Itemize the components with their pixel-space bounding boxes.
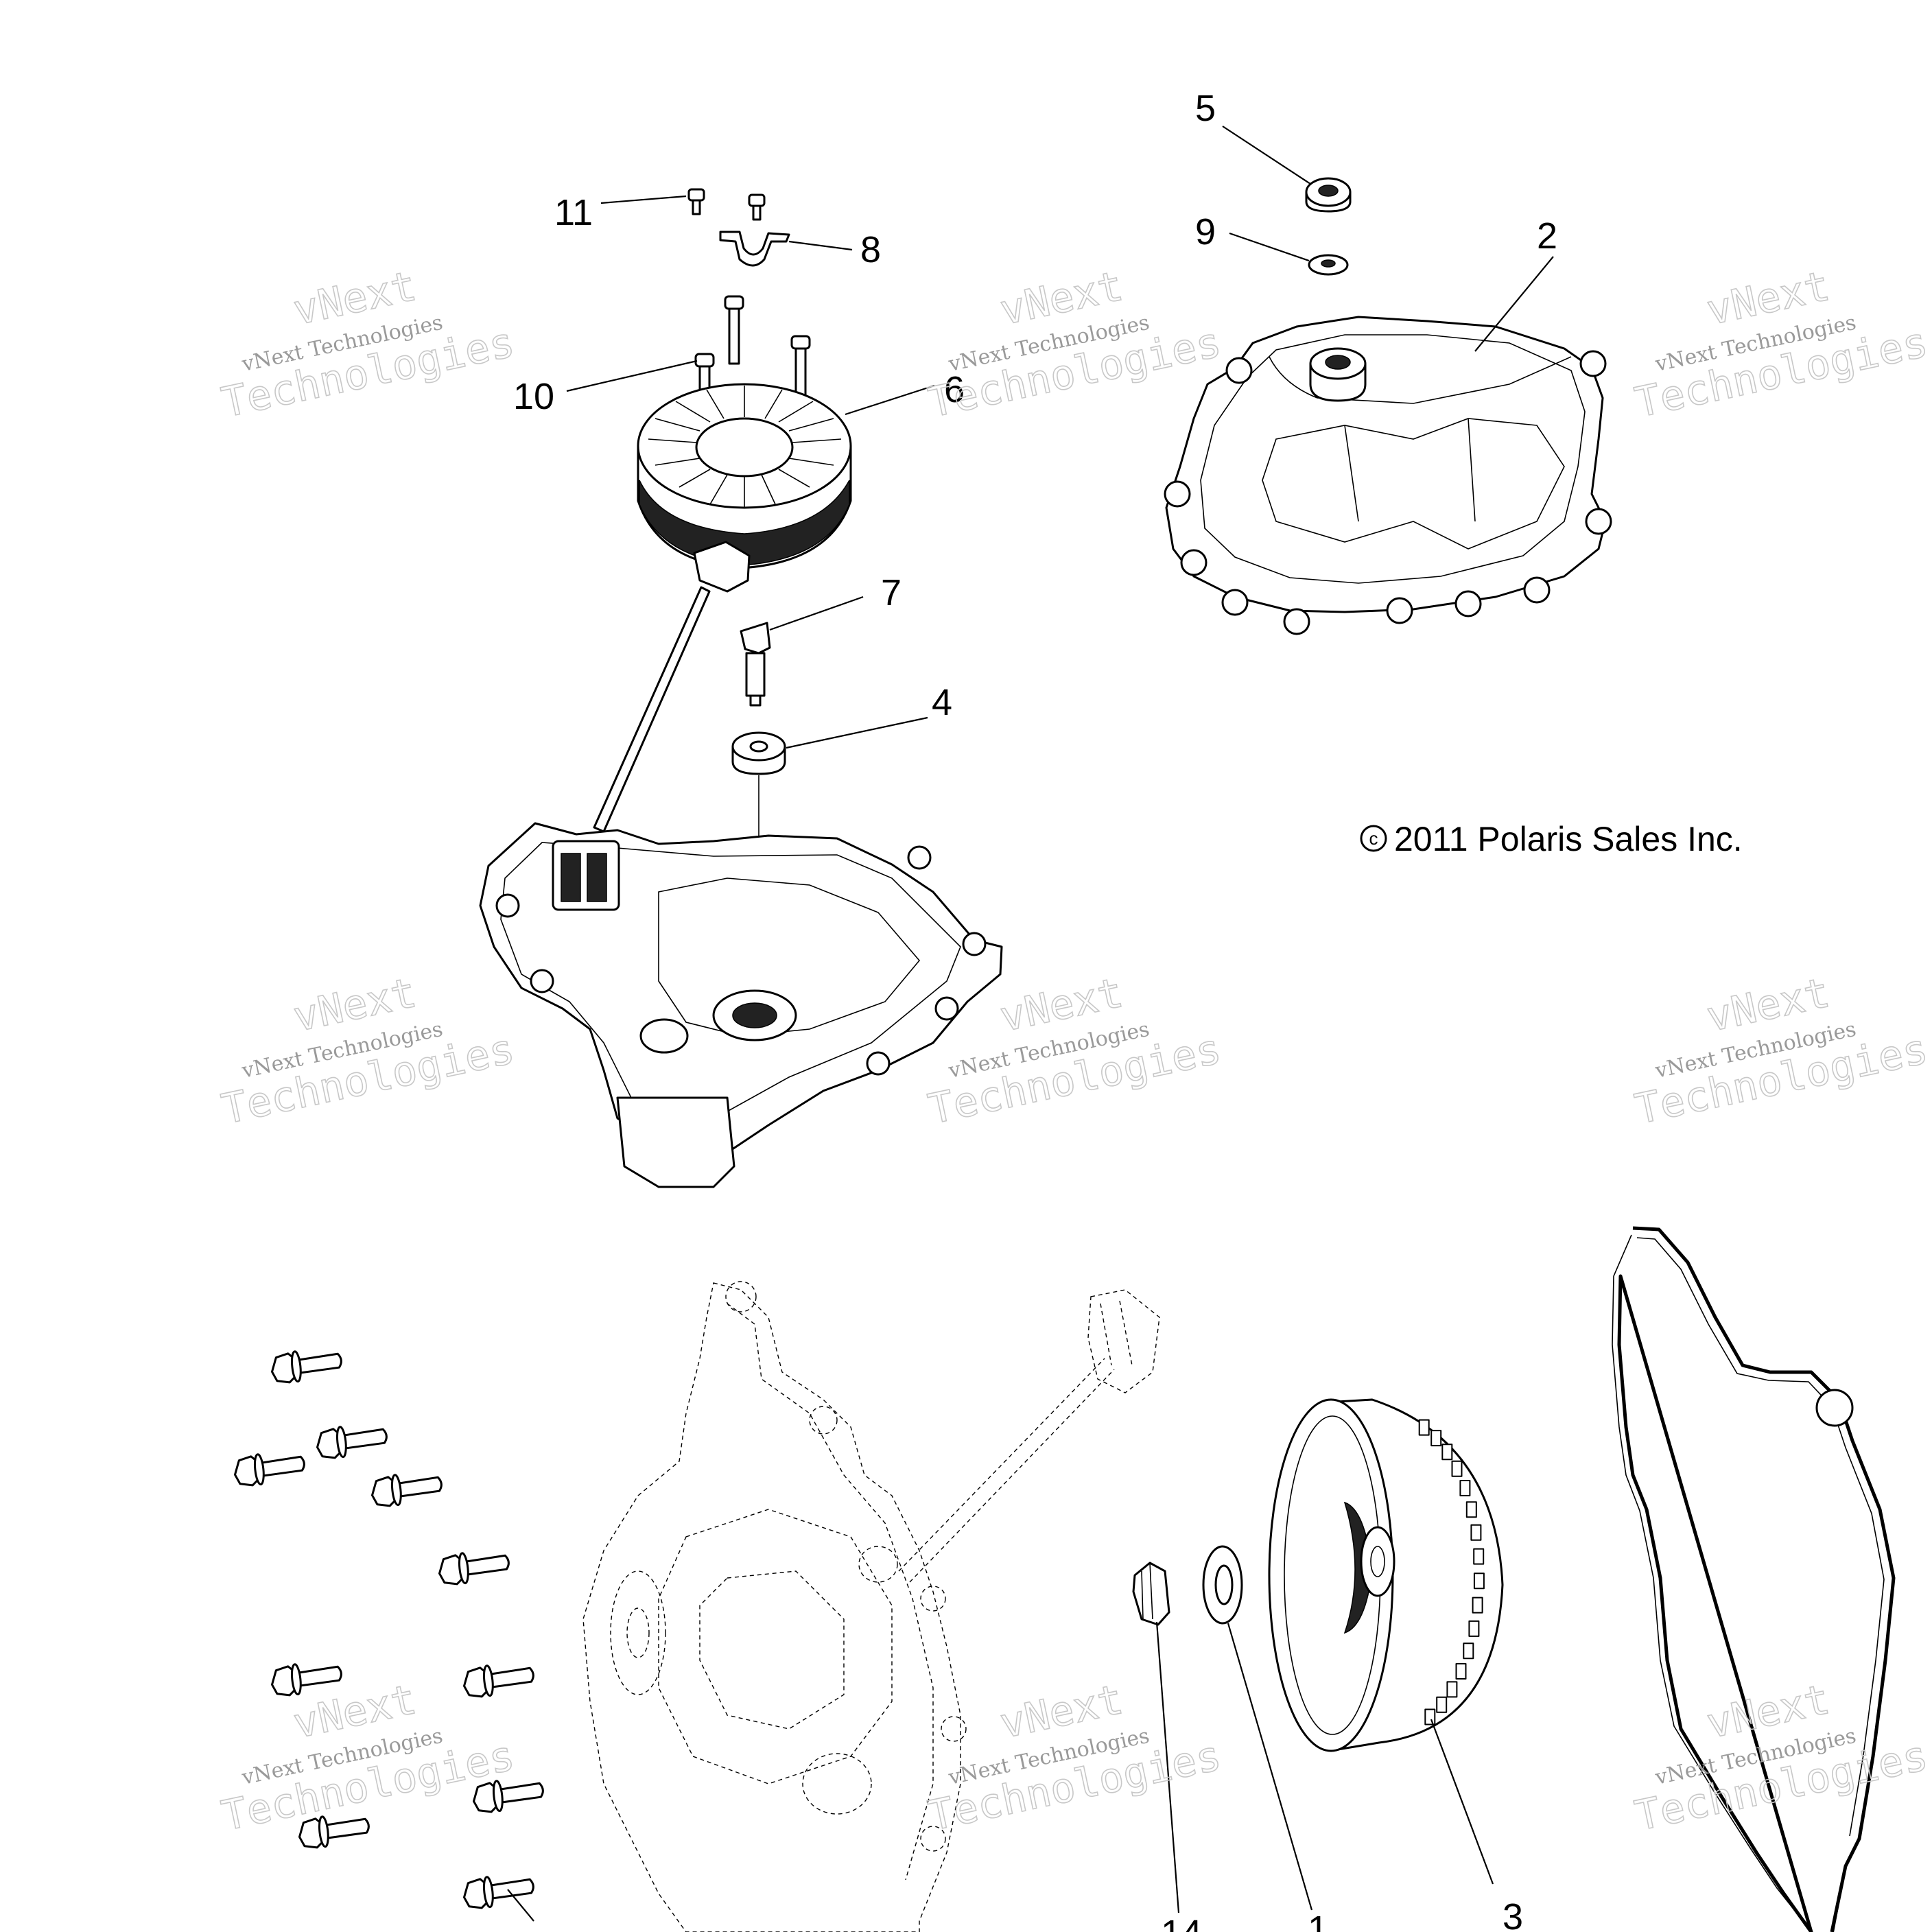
cover-bolt: [370, 1474, 443, 1507]
stator-6: [637, 383, 852, 569]
stator-cable: [593, 586, 711, 833]
flywheel-slot: [1472, 1597, 1483, 1614]
housing-connector: [552, 840, 620, 911]
callout-2: 2: [1537, 215, 1557, 257]
cover-bolt: [472, 1780, 544, 1813]
flywheel-slot: [1424, 1708, 1436, 1725]
cover-bolt: [316, 1426, 388, 1459]
callout-6: 6: [944, 369, 965, 410]
callout-7: 7: [881, 572, 902, 613]
cover-gasket: [1612, 1226, 1896, 1932]
flywheel-3: [1268, 1398, 1504, 1752]
flywheel-slot: [1451, 1460, 1463, 1477]
leader-lines: [507, 126, 1847, 1932]
callout-9: 9: [1195, 211, 1216, 252]
stator-lead-connector: [693, 541, 751, 593]
magneto-cover: [582, 1281, 967, 1932]
crankcase-housing: [479, 822, 1003, 1188]
callout-4: 4: [932, 682, 952, 723]
pickup-cable: [898, 1289, 1160, 1583]
callout-10: 10: [513, 376, 554, 417]
cover-bolt: [438, 1552, 510, 1586]
copyright-symbol: c: [1369, 828, 1378, 849]
screw-11-right: [748, 193, 766, 221]
flywheel-slot: [1465, 1501, 1477, 1518]
copyright-text: 2011 Polaris Sales Inc.: [1394, 820, 1743, 858]
flywheel-slot: [1455, 1663, 1467, 1680]
washer-4: [731, 731, 786, 775]
sensor-7: [740, 622, 771, 707]
callout-5: 5: [1195, 88, 1216, 129]
cover-bolts: [233, 1350, 544, 1909]
flywheel-slot: [1473, 1572, 1485, 1590]
cover-bolt: [462, 1876, 534, 1909]
cover-2: [1164, 316, 1612, 635]
seal-5: [1305, 177, 1352, 213]
stator-bolt-right: [790, 335, 811, 405]
callout-3: 3: [1503, 1896, 1523, 1932]
stator-bolt-center: [724, 295, 744, 365]
callout-8: 8: [860, 229, 881, 270]
cover-bolt: [298, 1815, 370, 1849]
flywheel-slot: [1468, 1620, 1480, 1637]
nut-14: [1132, 1562, 1170, 1626]
cover-bolt: [270, 1350, 342, 1384]
cover-bolt: [233, 1453, 305, 1487]
flywheel-slot: [1446, 1681, 1458, 1698]
clamp-8: [719, 231, 790, 267]
cover-bolt: [462, 1664, 534, 1698]
flywheel-slot: [1459, 1480, 1471, 1496]
stator-assembly: [593, 188, 852, 833]
cover-bolt: [270, 1663, 342, 1697]
washer-1: [1202, 1545, 1243, 1625]
flywheel-slot: [1463, 1642, 1474, 1660]
callout-14: 14: [1161, 1913, 1202, 1932]
copyright-notice: c 2011 Polaris Sales Inc.: [1360, 820, 1743, 858]
callout-11: 11: [554, 192, 593, 233]
washer-9: [1308, 254, 1349, 276]
flywheel-slot: [1473, 1548, 1485, 1565]
callout-numbers: 11 8 10 6 7 4 5 9 2 14 1 3: [513, 88, 1557, 1932]
flywheel-slot: [1470, 1524, 1482, 1541]
flywheel-slot: [1436, 1696, 1448, 1713]
screw-11-left: [687, 188, 705, 215]
flywheel-slot: [1430, 1430, 1442, 1447]
flywheel-slot: [1441, 1444, 1453, 1461]
callout-1: 1: [1308, 1909, 1328, 1932]
flywheel-slot: [1418, 1419, 1430, 1436]
